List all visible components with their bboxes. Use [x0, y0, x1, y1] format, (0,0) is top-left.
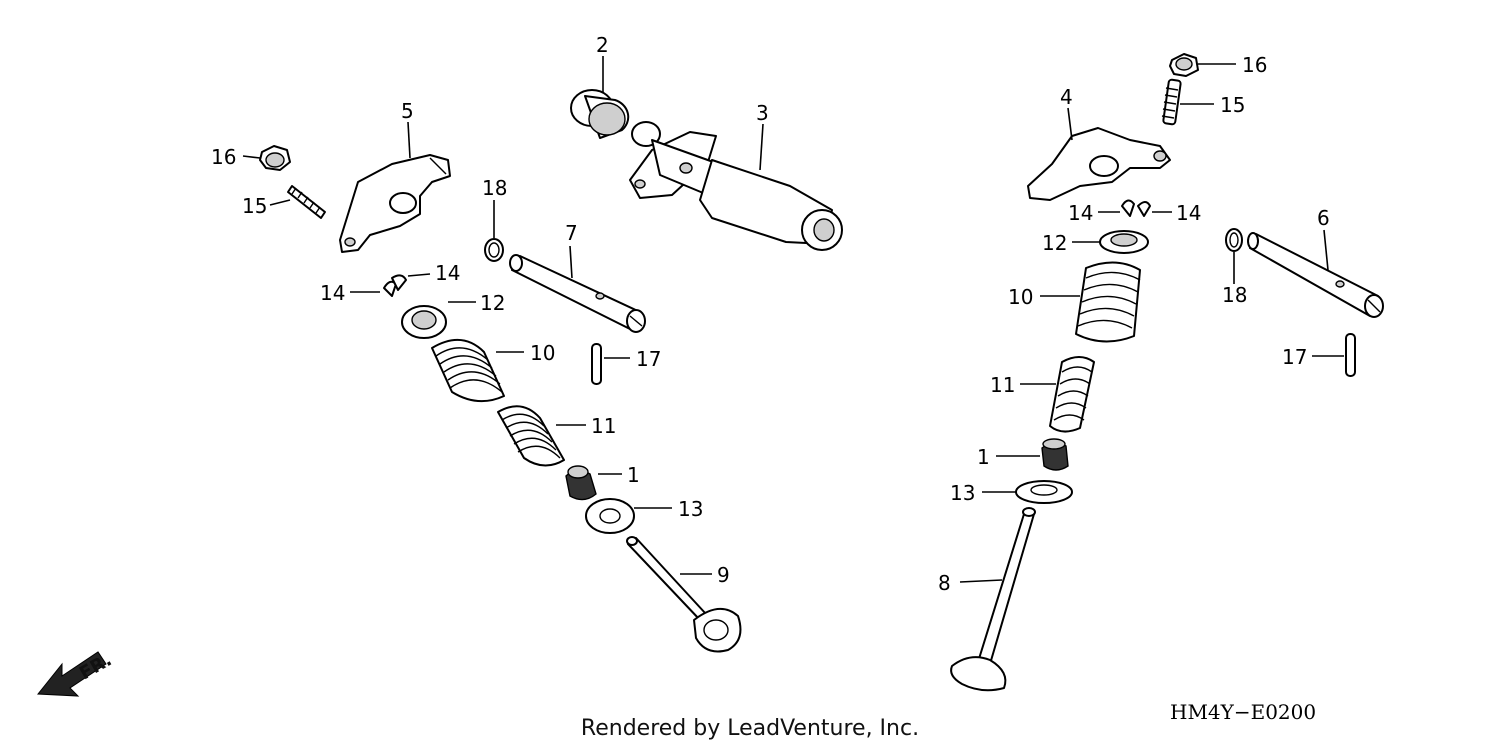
part-15-adjusting-screw-right[interactable] [1161, 78, 1182, 126]
part-8-valve-right[interactable] [950, 507, 1036, 692]
leader-8 [959, 579, 1003, 583]
part-1-valve-stem-seal-right[interactable] [1041, 438, 1069, 471]
part-1-valve-stem-seal-left[interactable] [565, 465, 597, 501]
part-17-dowel-pin-right[interactable] [1345, 333, 1356, 377]
part-14-valve-cotter-right[interactable] [1121, 199, 1151, 217]
leader-15-left [269, 199, 291, 206]
callout-14-left-b: 14 [320, 281, 345, 305]
callout-18-right: 18 [1222, 283, 1247, 307]
callout-11-left: 11 [591, 414, 616, 438]
part-16-nut-left[interactable] [259, 145, 291, 171]
leader-6 [1323, 229, 1329, 271]
leader-4 [1067, 107, 1073, 141]
footer-credit: Rendered by LeadVenture, Inc. [580, 716, 920, 741]
callout-10-left: 10 [530, 341, 555, 365]
part-17-dowel-pin-left[interactable] [591, 343, 602, 385]
leader-14-left-a [407, 273, 431, 277]
callout-12-right: 12 [1042, 231, 1067, 255]
callout-16-right: 16 [1242, 53, 1267, 77]
leader-5 [407, 121, 411, 159]
part-14-valve-cotter-left[interactable] [383, 274, 407, 297]
callout-9: 9 [717, 563, 730, 587]
part-13-spring-seat-left[interactable] [585, 498, 635, 534]
callout-8: 8 [938, 571, 951, 595]
part-18-o-ring-left[interactable] [484, 238, 504, 262]
diagram-code: HM4Y−E0200 [1170, 700, 1317, 724]
callout-18-left: 18 [482, 176, 507, 200]
callout-1-right: 1 [977, 445, 990, 469]
callout-10-right: 10 [1008, 285, 1033, 309]
callout-3: 3 [756, 101, 769, 125]
callout-6: 6 [1317, 206, 1330, 230]
callout-7: 7 [565, 221, 578, 245]
callout-14-right-b: 14 [1176, 201, 1201, 225]
part-16-nut-right[interactable] [1169, 53, 1199, 77]
part-3-camshaft[interactable] [629, 121, 843, 251]
callout-4: 4 [1060, 85, 1073, 109]
part-13-spring-seat-right[interactable] [1015, 480, 1073, 504]
part-10-outer-valve-spring-right[interactable] [1075, 261, 1141, 343]
callout-11-right: 11 [990, 373, 1015, 397]
callout-15-left: 15 [242, 194, 267, 218]
callout-13-left: 13 [678, 497, 703, 521]
part-10-outer-valve-spring-left[interactable] [431, 339, 505, 403]
leader-3 [759, 123, 764, 171]
part-5-rocker-arm-left[interactable] [339, 154, 451, 253]
part-12-spring-retainer-right[interactable] [1099, 230, 1149, 254]
part-7-rocker-shaft-left[interactable] [509, 254, 646, 333]
part-9-valve-left[interactable] [626, 536, 742, 653]
part-18-o-ring-right[interactable] [1225, 228, 1243, 252]
callout-14-right-a: 14 [1068, 201, 1093, 225]
callout-12-left: 12 [480, 291, 505, 315]
callout-2: 2 [596, 33, 609, 57]
callout-1-left: 1 [627, 463, 640, 487]
callout-5: 5 [401, 99, 414, 123]
part-4-rocker-arm-right[interactable] [1027, 127, 1171, 201]
callout-16-left: 16 [211, 145, 236, 169]
callout-17-left: 17 [636, 347, 661, 371]
part-11-inner-valve-spring-right[interactable] [1049, 356, 1095, 433]
front-direction-arrow: FR. [36, 649, 115, 697]
part-15-adjusting-screw-left[interactable] [287, 185, 326, 219]
part-11-inner-valve-spring-left[interactable] [497, 405, 565, 467]
callout-14-left-a: 14 [435, 261, 460, 285]
part-6-rocker-shaft-right[interactable] [1247, 232, 1384, 318]
leader-7 [569, 245, 573, 279]
callout-13-right: 13 [950, 481, 975, 505]
callout-15-right: 15 [1220, 93, 1245, 117]
leader-16-left [242, 155, 261, 159]
callout-17-right: 17 [1282, 345, 1307, 369]
part-12-spring-retainer-left[interactable] [401, 305, 447, 339]
part-2-bearing[interactable] [570, 89, 630, 139]
